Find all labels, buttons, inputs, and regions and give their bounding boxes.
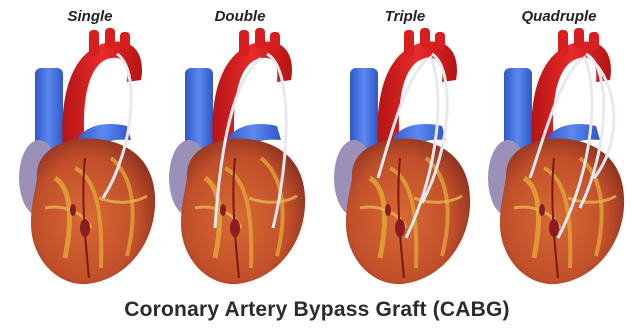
panel-quadruple: Quadruple [484,0,634,292]
panel-triple: Triple [330,0,480,292]
panel-label-quadruple: Quadruple [484,8,634,25]
panel-double: Double [165,0,315,292]
heart-double-illustration [165,28,315,292]
panel-label-triple: Triple [330,8,480,25]
heart-single-illustration [15,28,165,292]
panel-label-single: Single [15,8,165,25]
heart-triple-illustration [330,28,480,292]
panel-single: Single [15,0,165,292]
panel-label-double: Double [165,8,315,25]
diagram-caption: Coronary Artery Bypass Graft (CABG) [0,298,634,322]
heart-quadruple-illustration [484,28,634,292]
